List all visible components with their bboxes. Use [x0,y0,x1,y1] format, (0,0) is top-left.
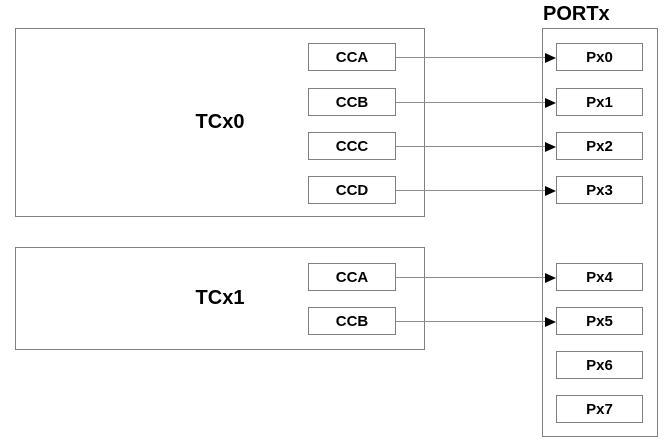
connection-line [396,321,545,322]
channel-label: CCB [335,312,369,330]
arrowhead-icon [545,98,556,108]
pin-box-px3: Px3 [556,176,643,204]
timer-label-tcx1: TCx1 [195,287,245,309]
pin-label: Px4 [586,268,613,286]
pin-label: Px7 [586,400,613,418]
timer-label-tcx0: TCx0 [195,111,245,133]
channel-box-tcx1-cca: CCA [308,263,396,291]
timer-block-tcx0: TCx0 CCA CCB CCC CCD [15,28,425,217]
arrowhead-icon [545,273,556,283]
channel-label: CCA [335,48,369,66]
connection-line [396,102,545,103]
channel-box-tcx0-ccd: CCD [308,176,396,204]
pin-box-px1: Px1 [556,88,643,116]
channel-box-tcx0-ccc: CCC [308,132,396,160]
pin-box-px0: Px0 [556,43,643,71]
timer-block-tcx1: TCx1 CCA CCB [15,247,425,350]
channel-label: CCB [335,93,369,111]
channel-box-tcx0-cca: CCA [308,43,396,71]
pin-box-px4: Px4 [556,263,643,291]
channel-label: CCC [335,137,369,155]
arrowhead-icon [545,186,556,196]
pin-label: Px3 [586,181,613,199]
arrowhead-icon [545,53,556,63]
port-block: Px0 Px1 Px2 Px3 Px4 Px5 Px6 Px7 [542,28,658,437]
pin-label: Px5 [586,312,613,330]
port-title: PORTx [543,3,610,25]
arrowhead-icon [545,142,556,152]
pin-label: Px6 [586,356,613,374]
connection-line [396,146,545,147]
connection-line [396,57,545,58]
pin-label: Px2 [586,137,613,155]
arrowhead-icon [545,317,556,327]
pin-box-px5: Px5 [556,307,643,335]
channel-box-tcx1-ccb: CCB [308,307,396,335]
pin-label: Px1 [586,93,613,111]
channel-label: CCA [335,268,369,286]
pin-box-px6: Px6 [556,351,643,379]
pin-box-px2: Px2 [556,132,643,160]
channel-box-tcx0-ccb: CCB [308,88,396,116]
pin-label: Px0 [586,48,613,66]
connection-line [396,190,545,191]
connection-line [396,277,545,278]
channel-label: CCD [335,181,369,199]
pin-box-px7: Px7 [556,395,643,423]
